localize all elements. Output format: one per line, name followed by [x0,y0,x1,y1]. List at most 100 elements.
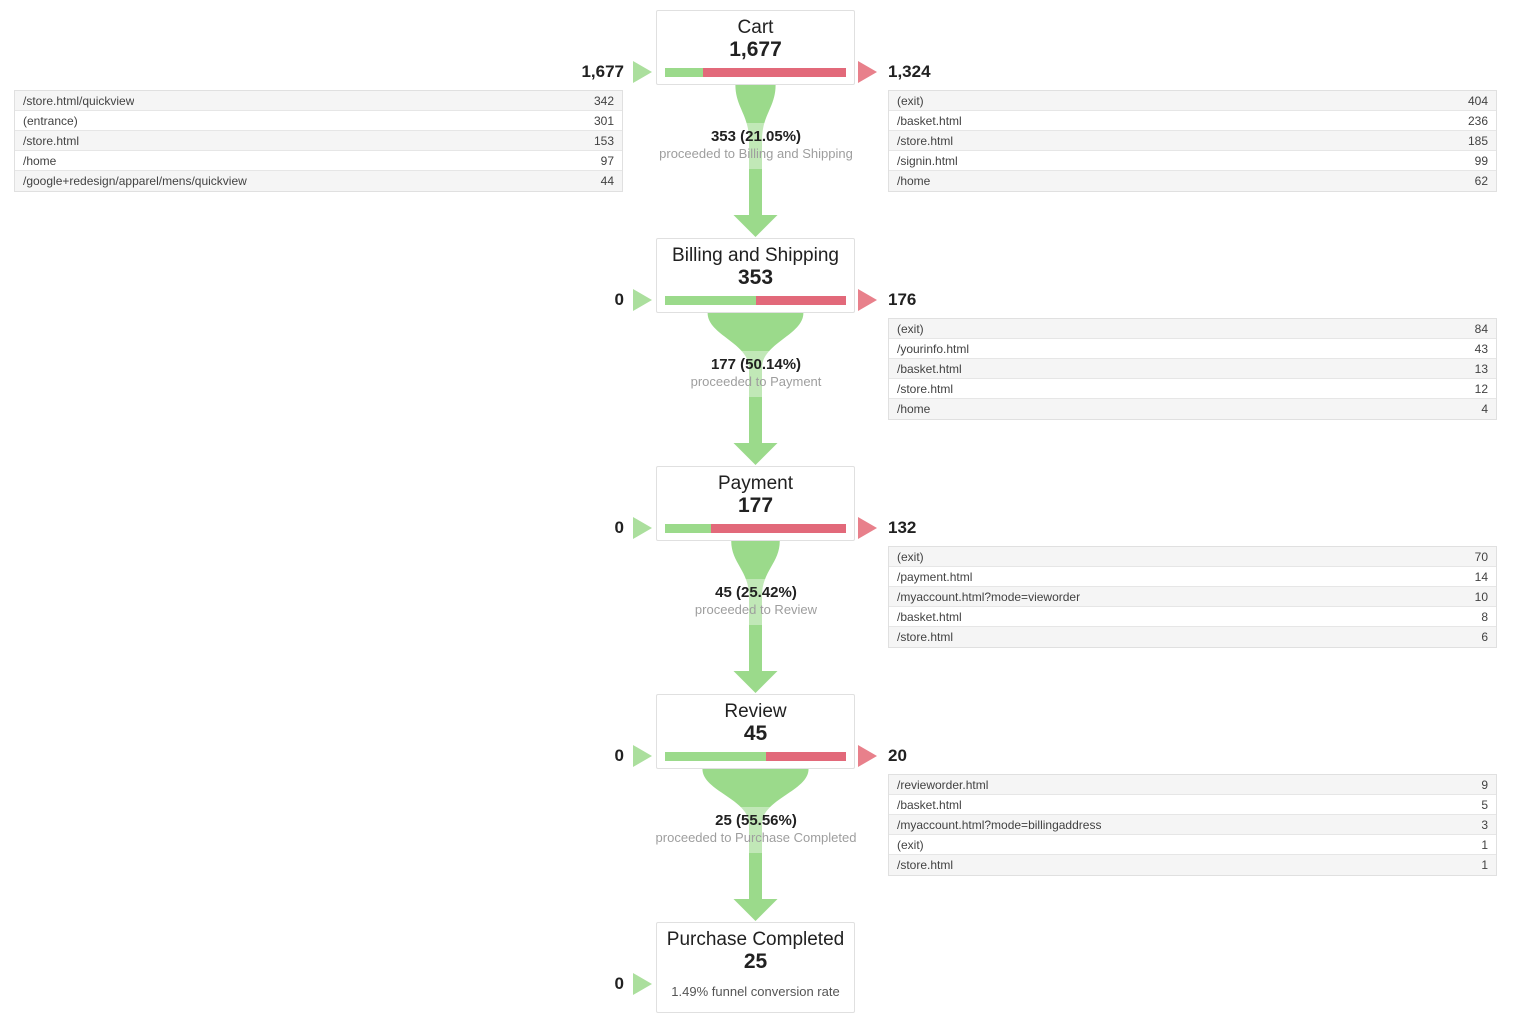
page-count: 236 [1467,113,1488,128]
table-row: /myaccount.html?mode=vieworder 10 [889,587,1496,607]
page-count: 43 [1474,341,1488,356]
proceeded-label: proceeded to Payment [690,374,822,389]
step-dropoff-bar [665,524,846,533]
page-count: 44 [600,174,614,188]
step-dropoff-bar [665,68,846,77]
funnel-connector [656,313,855,465]
page-count: 6 [1481,630,1488,644]
entrance-count: 0 [614,518,624,537]
exit-pages-table: /revieworder.html 9 /basket.html 5 /myac… [888,774,1497,876]
step-title: Billing and Shipping [672,245,839,266]
step-count: 177 [737,494,774,517]
exit-count: 132 [888,518,917,537]
table-row: /home 97 [15,151,622,171]
step-count: 1,677 [729,38,782,61]
page-path: /store.html [897,630,954,644]
step-title: Cart [737,17,774,38]
exit-arrow-icon [858,745,877,767]
page-path: /basket.html [897,113,962,128]
table-row: /payment.html 14 [889,567,1496,587]
page-count: 1 [1481,858,1488,872]
page-count: 153 [593,133,614,148]
funnel-step-billing-and-shipping: Billing and Shipping 353 [656,238,855,313]
exit-arrow-icon [858,61,877,83]
table-row: (exit) 84 [889,319,1496,339]
page-path: /payment.html [897,569,973,584]
step-continue-bar [665,68,704,77]
table-row: /basket.html 8 [889,607,1496,627]
entrance-arrow-icon [633,973,652,995]
page-path: /home [897,174,931,188]
page-path: /revieworder.html [897,777,989,792]
page-path: (exit) [897,549,924,564]
table-row: /store.html 1 [889,855,1496,875]
page-count: 4 [1481,402,1488,416]
conversion-rate: 1.49% funnel conversion rate [671,984,840,999]
page-count: 99 [1474,153,1488,168]
page-count: 8 [1481,609,1488,624]
page-count: 84 [1474,321,1488,336]
step-continue-bar [665,524,711,533]
table-row: (exit) 70 [889,547,1496,567]
page-path: /google+redesign/apparel/mens/quickview [23,174,247,188]
entrance-count: 0 [614,290,624,309]
page-count: 404 [1467,93,1488,108]
proceeded-value: 353 (21.05%) [710,128,802,145]
exit-pages-table: (exit) 84 /yourinfo.html 43 /basket.html… [888,318,1497,420]
table-row: /basket.html 236 [889,111,1496,131]
funnel-step-review: Review 45 [656,694,855,769]
step-dropoff-bar [665,296,846,305]
proceeded-label: proceeded to Purchase Completed [655,830,857,845]
table-row: /basket.html 13 [889,359,1496,379]
table-row: /revieworder.html 9 [889,775,1496,795]
table-row: (entrance) 301 [15,111,622,131]
page-path: /store.html [23,133,80,148]
page-path: (entrance) [23,113,78,128]
proceeded-value: 25 (55.56%) [715,812,797,829]
page-path: /store.html/quickview [23,93,135,108]
proceeded-label: proceeded to Review [694,602,818,617]
page-count: 1 [1481,837,1488,852]
entrance-count: 0 [614,746,624,765]
exit-count: 1,324 [888,62,931,81]
page-path: /basket.html [897,797,962,812]
table-row: /store.html 185 [889,131,1496,151]
page-path: /store.html [897,858,954,872]
entrance-count: 0 [614,974,624,993]
proceeded-annotation: 45 (25.42%) proceeded to Review [556,584,956,618]
page-count: 70 [1474,549,1488,564]
funnel-connector [656,85,855,237]
table-row: /home 4 [889,399,1496,419]
entrance-arrow-icon [633,745,652,767]
step-continue-bar [665,296,756,305]
page-path: (exit) [897,321,924,336]
step-count: 353 [737,266,774,289]
funnel-connector [656,541,855,693]
proceeded-annotation: 25 (55.56%) proceeded to Purchase Comple… [556,812,956,846]
table-row: /store.html 6 [889,627,1496,647]
table-row: /yourinfo.html 43 [889,339,1496,359]
proceeded-annotation: 353 (21.05%) proceeded to Billing and Sh… [556,128,956,162]
page-count: 62 [1474,174,1488,188]
page-count: 14 [1474,569,1488,584]
proceeded-value: 45 (25.42%) [715,584,797,601]
entrance-pages-table: /store.html/quickview 342 (entrance) 301… [14,90,623,192]
step-title: Purchase Completed [666,929,845,950]
page-count: 9 [1481,777,1488,792]
page-path: (exit) [897,93,924,108]
funnel-step-purchase-completed: Purchase Completed 25 1.49% funnel conve… [656,922,855,1013]
table-row: /store.html 12 [889,379,1496,399]
page-count: 185 [1467,133,1488,148]
step-dropoff-bar [665,752,846,761]
proceeded-label: proceeded to Billing and Shipping [659,146,853,161]
table-row: (exit) 404 [889,91,1496,111]
exit-count: 176 [888,290,917,309]
page-count: 13 [1474,361,1488,376]
page-count: 97 [600,153,614,168]
page-path: /yourinfo.html [897,341,970,356]
exit-arrow-icon [858,289,877,311]
table-row: /basket.html 5 [889,795,1496,815]
page-path: /home [897,402,931,416]
exit-arrow-icon [858,517,877,539]
